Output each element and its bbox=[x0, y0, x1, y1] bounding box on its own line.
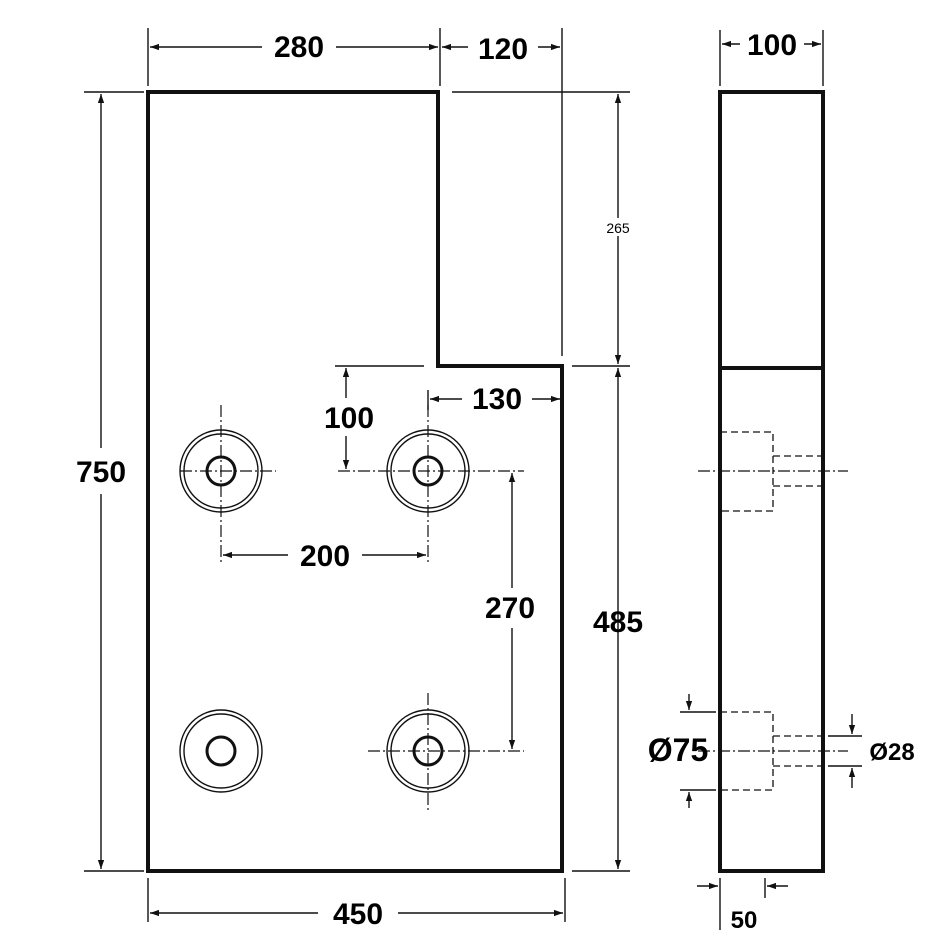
dim-485: 485 bbox=[572, 368, 643, 872]
hidden-hole-upper bbox=[698, 431, 848, 512]
front-view: 280 120 750 265 485 bbox=[76, 28, 643, 931]
dim-200-label: 200 bbox=[300, 540, 350, 573]
dim-130-label: 130 bbox=[472, 383, 522, 416]
dim-270-label: 270 bbox=[485, 592, 535, 625]
dim-265: 265 bbox=[452, 91, 636, 367]
dim-100-offset-label: 100 bbox=[324, 402, 374, 435]
side-view-outline bbox=[718, 90, 825, 873]
dim-200: 200 bbox=[223, 540, 426, 573]
dim-hole-diameter: Ø28 bbox=[828, 714, 915, 788]
dim-counterbore-depth-label: 50 bbox=[731, 907, 758, 934]
dim-hole-diameter-label: Ø28 bbox=[869, 739, 914, 766]
front-centerlines bbox=[180, 405, 524, 810]
dim-280-label: 280 bbox=[274, 31, 324, 64]
dim-counterbore-diameter-label: Ø75 bbox=[648, 732, 708, 768]
dim-750: 750 bbox=[76, 91, 144, 872]
dim-750-label: 750 bbox=[76, 456, 126, 489]
dim-280: 280 bbox=[147, 28, 441, 86]
dim-265-label: 265 bbox=[606, 220, 630, 236]
dim-120-label: 120 bbox=[478, 33, 528, 66]
side-view: 100 Ø75 Ø28 50 bbox=[648, 29, 915, 934]
dim-450-label: 450 bbox=[333, 898, 383, 931]
front-view-outline bbox=[146, 90, 564, 873]
dim-thickness-label: 100 bbox=[747, 29, 797, 62]
dim-270: 270 bbox=[485, 473, 535, 749]
dim-counterbore-depth: 50 bbox=[697, 878, 788, 934]
dim-thickness: 100 bbox=[719, 29, 824, 86]
dim-100-offset: 100 bbox=[324, 365, 424, 469]
hole-bottom-left bbox=[179, 709, 263, 793]
dim-450: 450 bbox=[147, 878, 566, 931]
dim-130: 130 bbox=[427, 383, 560, 416]
hidden-hole-lower bbox=[698, 711, 848, 791]
dim-485-label: 485 bbox=[593, 606, 643, 639]
dim-counterbore-diameter: Ø75 bbox=[648, 694, 716, 808]
dim-120: 120 bbox=[442, 28, 563, 356]
